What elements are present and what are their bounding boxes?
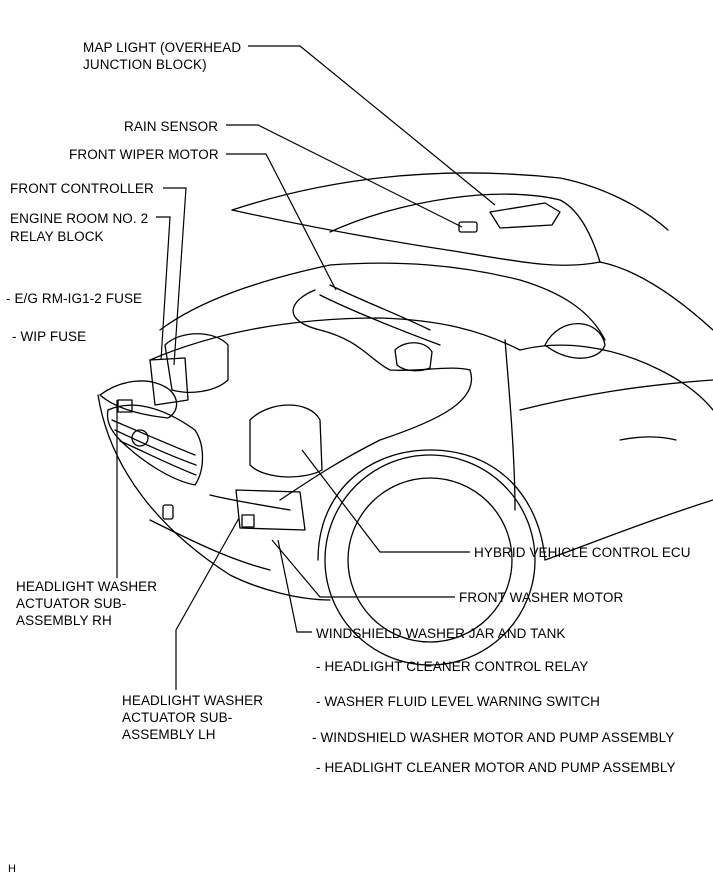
label-map-light-line1: MAP LIGHT (OVERHEAD [83, 40, 242, 55]
front-rim [347, 477, 513, 643]
leader-hw-lh [175, 517, 240, 690]
label-engine-room-line2: RELAY BLOCK [10, 229, 104, 244]
wheel-arch [317, 449, 546, 561]
leader-front-washer-motor [271, 539, 455, 598]
leader-front-controller [163, 187, 187, 366]
leader-map-light [248, 45, 496, 206]
label-sub-headlight-pump: - HEADLIGHT CLEANER MOTOR AND PUMP ASSEM… [316, 760, 676, 775]
overhead-console [489, 202, 561, 229]
label-hw-lh-line3: ASSEMBLY LH [122, 727, 216, 742]
relay-block [164, 333, 229, 393]
label-map-light-line2: JUNCTION BLOCK) [83, 57, 207, 72]
corner-mark: H [8, 863, 17, 875]
windshield-base [231, 209, 601, 266]
hw-actuator-lh-box [241, 514, 255, 528]
label-washer-jar: WINDSHIELD WASHER JAR AND TANK [316, 626, 566, 641]
label-hw-rh-line2: ACTUATOR SUB- [16, 596, 127, 611]
washer-tank [249, 404, 323, 478]
grille-frame [106, 404, 204, 486]
label-wip-fuse: - WIP FUSE [12, 329, 87, 344]
label-sub-fluid-switch: - WASHER FLUID LEVEL WARNING SWITCH [316, 694, 601, 709]
door-handle [619, 436, 677, 441]
label-hw-lh-line2: ACTUATOR SUB- [122, 710, 233, 725]
label-rain-sensor: RAIN SENSOR [124, 119, 219, 134]
hood-outline [159, 262, 606, 341]
hw-actuator-rh-box [117, 399, 133, 413]
wire-harness [279, 289, 473, 501]
front-tire [324, 454, 536, 666]
hood-crease [149, 317, 521, 361]
fender-top [519, 344, 713, 411]
lexus-emblem [131, 429, 149, 447]
roof-outline [231, 172, 669, 231]
side-mirror [544, 323, 606, 359]
label-front-washer-motor: FRONT WASHER MOTOR [459, 590, 624, 605]
leader-hybrid-ecu [301, 449, 470, 553]
label-hw-lh-line1: HEADLIGHT WASHER [122, 693, 264, 708]
door-line [504, 339, 516, 511]
wiper-linkage [319, 294, 441, 346]
leader-engine-room [156, 216, 171, 361]
side-sill [544, 499, 713, 561]
fog-lamp [162, 504, 174, 520]
label-eg-fuse: - E/G RM-IG1-2 FUSE [6, 291, 143, 306]
label-hybrid-ecu: HYBRID VEHICLE CONTROL ECU [474, 545, 691, 560]
label-sub-windshield-pump: - WINDSHIELD WASHER MOTOR AND PUMP ASSEM… [312, 730, 675, 745]
lower-bumper [149, 519, 271, 571]
leader-rain-sensor [226, 124, 463, 228]
leader-washer-jar [277, 539, 312, 633]
headlight [99, 380, 178, 419]
side-crease [519, 379, 713, 411]
wiper-motor [394, 342, 433, 372]
front-bumper [97, 394, 331, 601]
label-hw-rh-line3: ASSEMBLY RH [16, 613, 112, 628]
leader-front-wiper-motor [226, 153, 337, 291]
washer-jar-lower [235, 489, 306, 531]
label-front-controller: FRONT CONTROLLER [10, 181, 154, 196]
label-front-wiper-motor: FRONT WIPER MOTOR [69, 147, 219, 162]
label-sub-cleaner-relay: - HEADLIGHT CLEANER CONTROL RELAY [316, 659, 589, 674]
front-controller-box [149, 357, 189, 406]
label-hw-rh-line1: HEADLIGHT WASHER [16, 579, 158, 594]
windshield-top [329, 193, 601, 263]
rain-sensor-unit [458, 221, 478, 233]
label-engine-room-line1: ENGINE ROOM NO. 2 [10, 211, 149, 226]
a-pillar [599, 261, 713, 331]
